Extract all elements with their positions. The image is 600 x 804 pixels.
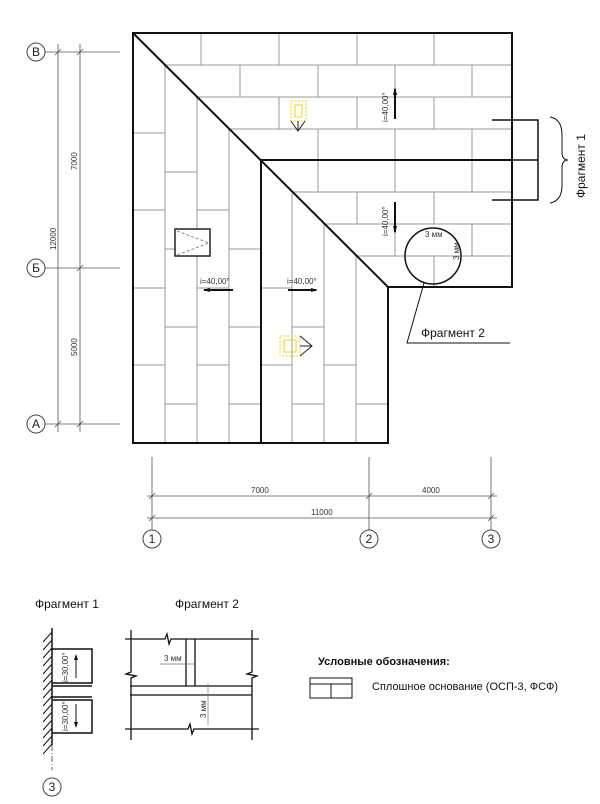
brace-icon bbox=[549, 116, 569, 204]
skylight-bottom bbox=[279, 335, 313, 357]
axis-row-v: В bbox=[32, 45, 40, 59]
gap-label-horizontal: 3 мм bbox=[164, 654, 182, 663]
dim-bottom-a: 7000 bbox=[251, 486, 269, 495]
dormer-window bbox=[174, 228, 211, 257]
fragment1-bracket bbox=[492, 119, 539, 201]
fragment1-detail bbox=[42, 628, 93, 797]
slope-label-top-down: i=40,00° bbox=[381, 206, 390, 236]
axis-col-2: 2 bbox=[366, 532, 373, 546]
axis-col-1: 1 bbox=[149, 532, 156, 546]
gap-label-vertical: 3 мм bbox=[199, 700, 208, 718]
axis-fragment-3: 3 bbox=[49, 780, 56, 794]
dim-bottom-b: 4000 bbox=[422, 486, 440, 495]
fragment2-detail bbox=[123, 630, 260, 740]
dim-left-top: 7000 bbox=[70, 152, 79, 170]
axis-row-b: Б bbox=[32, 261, 40, 275]
legend-title: Условные обозначения: bbox=[318, 656, 450, 668]
gap-label-1: 3 мм bbox=[425, 230, 443, 239]
grid-lines bbox=[133, 33, 512, 443]
frag-slope-down: i=30,00° bbox=[61, 701, 70, 731]
legend-swatch bbox=[309, 677, 353, 699]
fragment2-leader bbox=[406, 282, 510, 344]
skylight-top bbox=[290, 100, 307, 132]
legend-item: Сплошное основание (ОСП-3, ФСФ) bbox=[372, 681, 558, 693]
fragment2-title: Фрагмент 2 bbox=[175, 597, 239, 611]
fragment2-callout: Фрагмент 2 bbox=[421, 326, 485, 340]
slope-label-left: i=40,00° bbox=[200, 277, 230, 286]
slope-label-top-up: i=40,00° bbox=[381, 92, 390, 122]
dim-bottom-total: 11000 bbox=[311, 508, 333, 517]
fragment1-callout: Фрагмент 1 bbox=[574, 134, 588, 198]
fragment1-title: Фрагмент 1 bbox=[35, 597, 99, 611]
axis-row-a: А bbox=[32, 417, 40, 431]
fragment2-circle bbox=[404, 227, 462, 285]
valley-ridge-line bbox=[260, 159, 512, 443]
dim-left-bottom: 5000 bbox=[70, 338, 79, 356]
slope-label-middle: i=40,00° bbox=[287, 277, 317, 286]
sheathing-grid bbox=[133, 33, 512, 443]
axis-col-3: 3 bbox=[488, 532, 495, 546]
dim-left-total: 12000 bbox=[49, 227, 58, 250]
row-axes: В Б А bbox=[26, 42, 120, 434]
gap-label-2: 3 мм bbox=[452, 242, 461, 260]
column-axes: 1 2 3 bbox=[142, 457, 501, 549]
frag-slope-up: i=30,00° bbox=[61, 652, 70, 682]
